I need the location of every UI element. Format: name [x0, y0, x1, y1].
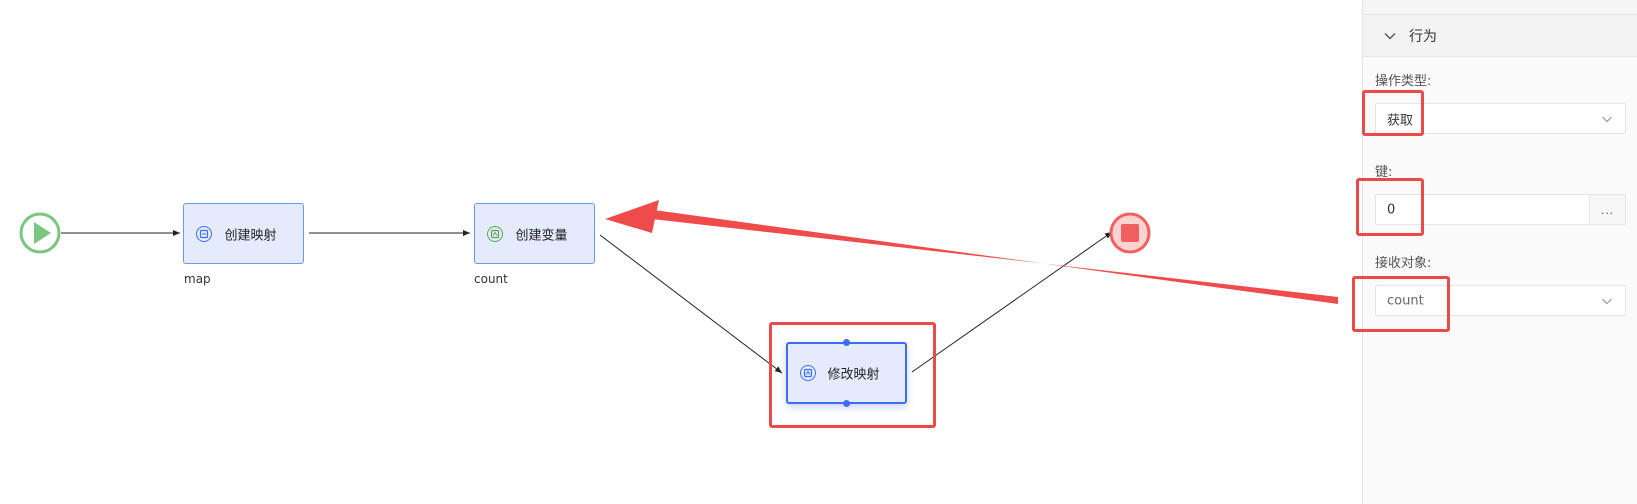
flow-canvas[interactable]: 创建映射 map 创建变量 count 修改映射 — [0, 0, 1362, 504]
node-label: 修改映射 — [827, 367, 880, 383]
connector-create-variable-to-modify-map — [599, 234, 783, 374]
key-input[interactable]: 0 ... — [1375, 194, 1626, 225]
node-create-map[interactable]: 创建映射 — [183, 203, 304, 264]
node-caption-count: count — [474, 272, 508, 286]
map-icon — [196, 225, 212, 242]
chevron-down-icon — [1602, 298, 1612, 304]
key-more-button[interactable]: ... — [1589, 195, 1625, 224]
anchor-top[interactable] — [843, 339, 850, 346]
node-caption-map: map — [184, 272, 211, 286]
section-title: 行为 — [1409, 28, 1437, 45]
node-label: 创建变量 — [515, 228, 568, 243]
chevron-down-icon — [1602, 116, 1612, 122]
annotation-arrow — [605, 200, 1338, 304]
key-label: 键: — [1375, 165, 1393, 180]
anchor-bottom[interactable] — [843, 400, 850, 407]
variable-icon — [800, 365, 816, 381]
connector-layer — [19, 200, 1338, 374]
receiver-value: count — [1387, 293, 1424, 308]
end-event[interactable] — [1109, 212, 1151, 254]
stop-icon — [1121, 224, 1139, 242]
chevron-down-icon — [1384, 32, 1396, 39]
operation-type-value: 获取 — [1387, 113, 1414, 128]
receiver-label: 接收对象: — [1375, 256, 1432, 271]
properties-panel: 行为 操作类型: 获取 键: 0 ... 接收对象: count — [1362, 0, 1637, 504]
node-label: 创建映射 — [224, 228, 277, 243]
operation-type-select[interactable]: 获取 — [1375, 103, 1626, 134]
start-event[interactable] — [19, 212, 61, 254]
operation-type-label: 操作类型: — [1375, 74, 1432, 89]
connector-modify-map-to-end — [911, 231, 1113, 373]
node-modify-map[interactable]: 修改映射 — [786, 342, 907, 404]
section-header-behavior[interactable]: 行为 — [1363, 15, 1637, 57]
panel-top-bar — [1363, 0, 1637, 15]
receiver-select[interactable]: count — [1375, 285, 1626, 316]
key-value: 0 — [1387, 202, 1396, 217]
variable-icon — [487, 225, 503, 242]
play-icon — [34, 222, 51, 244]
node-create-variable[interactable]: 创建变量 — [474, 203, 595, 264]
